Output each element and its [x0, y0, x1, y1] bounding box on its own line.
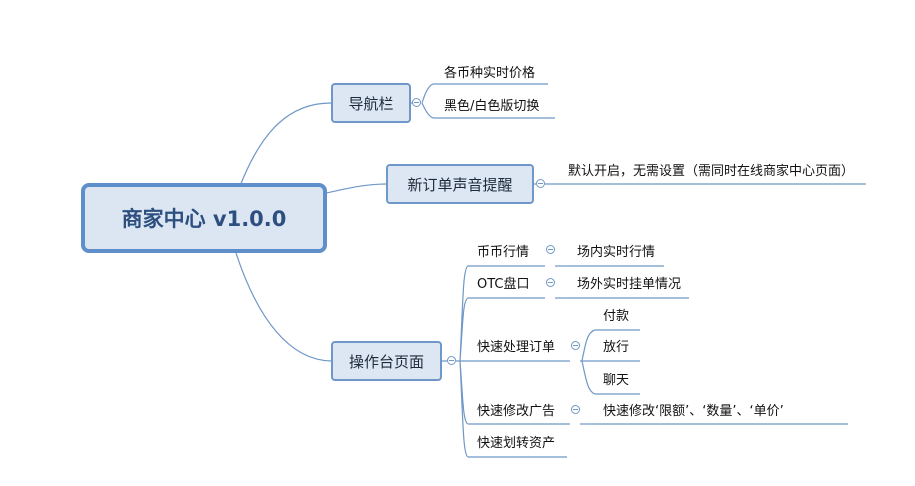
console-child-4: 快速修改广告 [477, 404, 556, 419]
collapse-toggle-icon[interactable] [447, 356, 456, 365]
collapse-toggle-icon[interactable] [546, 278, 555, 287]
order-child-3: 聊天 [603, 373, 630, 388]
console-child-4-detail: 快速修改‘限额’、‘数量’、‘单价’ [603, 404, 784, 419]
console-child-1-detail: 场内实时行情 [577, 245, 656, 260]
connector-console-children [459, 265, 469, 458]
nav-child-1: 各币种实时价格 [444, 66, 536, 81]
branch-node-sound[interactable]: 新订单声音提醒 [386, 164, 534, 204]
branch-label-console: 操作台页面 [348, 352, 424, 371]
console-child-3: 快速处理订单 [477, 340, 556, 355]
console-child-1: 币币行情 [477, 245, 530, 260]
branch-label-nav: 导航栏 [348, 94, 394, 113]
sound-detail: 默认开启，无需设置（需同时在线商家中心页面） [568, 164, 855, 179]
branch-label-sound: 新订单声音提醒 [407, 175, 513, 194]
branch-node-console[interactable]: 操作台页面 [331, 341, 442, 381]
connector-root-nav [239, 102, 332, 187]
nav-child-2: 黑色/白色版切换 [444, 99, 540, 114]
order-child-1: 付款 [603, 309, 630, 324]
order-child-2: 放行 [603, 340, 630, 355]
console-child-5: 快速划转资产 [477, 436, 556, 451]
connector-order-children [580, 329, 596, 395]
collapse-toggle-icon[interactable] [546, 245, 555, 254]
connector-root-console [235, 252, 332, 362]
console-child-2-detail: 场外实时挂单情况 [577, 277, 682, 292]
console-child-2: OTC盘口 [477, 277, 530, 292]
branch-node-nav[interactable]: 导航栏 [331, 83, 411, 123]
root-node[interactable]: 商家中心 v1.0.0 [81, 183, 327, 253]
connector-root-sound [325, 183, 388, 194]
root-label: 商家中心 v1.0.0 [121, 207, 287, 231]
collapse-toggle-icon[interactable] [412, 98, 421, 107]
collapse-toggle-icon[interactable] [571, 341, 580, 350]
collapse-toggle-icon[interactable] [536, 179, 545, 188]
collapse-toggle-icon[interactable] [571, 405, 580, 414]
